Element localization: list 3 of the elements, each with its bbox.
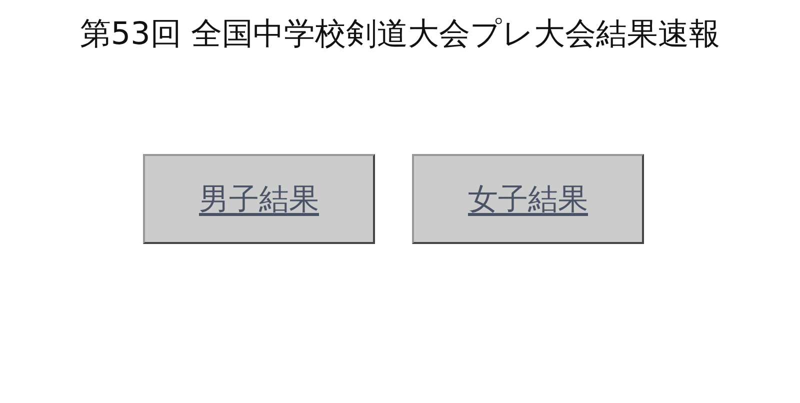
link-button: 女子結果 xyxy=(412,154,644,244)
link-button: 男子結果 xyxy=(143,154,375,244)
page-title: 第53回 全国中学校剣道大会プレ大会結果速報 xyxy=(78,15,722,54)
